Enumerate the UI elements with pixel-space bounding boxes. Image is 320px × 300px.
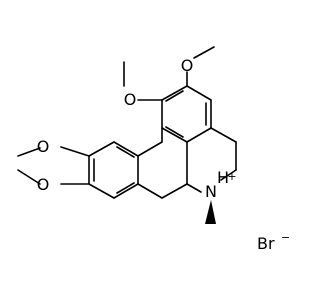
bond xyxy=(88,141,115,157)
bond xyxy=(161,127,188,143)
n-methyl-wedge-bond xyxy=(205,200,216,224)
molecule-structure: O O O O N H + Br − xyxy=(17,46,290,253)
aromatic-ring-d xyxy=(88,141,139,199)
bond xyxy=(220,169,237,181)
nitrogen-charge-label: + xyxy=(227,170,236,183)
bromide-charge-label: − xyxy=(281,231,290,244)
bond xyxy=(17,169,41,185)
double-bond-inner xyxy=(165,90,184,102)
double-bond-inner xyxy=(116,146,135,158)
bond xyxy=(161,85,188,101)
bond xyxy=(186,183,202,193)
bond xyxy=(186,127,212,143)
aromatic-ring-a xyxy=(161,85,212,143)
oxygen-atom-label: O xyxy=(37,137,50,156)
bond xyxy=(17,147,41,157)
molecule-canvas: O O O O N H + Br − xyxy=(17,46,290,253)
double-bond-inner xyxy=(116,182,135,194)
bond xyxy=(88,183,115,199)
nitrogen-atom-label: N xyxy=(205,182,217,201)
methoxy-groups xyxy=(17,46,215,185)
bond xyxy=(137,141,163,157)
double-bond-inner xyxy=(165,126,184,138)
bond xyxy=(186,85,212,101)
central-ring xyxy=(137,127,188,199)
bond xyxy=(210,127,237,143)
oxygen-atom-label: O xyxy=(37,175,50,194)
nitrogen-hydrogen-label: H xyxy=(217,168,229,187)
bond xyxy=(161,183,188,199)
bond xyxy=(137,183,163,199)
oxygen-atom-label: O xyxy=(181,56,194,75)
bond xyxy=(113,183,139,199)
oxygen-atom-label: O xyxy=(124,90,137,109)
bond xyxy=(193,46,215,59)
bond xyxy=(60,146,90,157)
piperidine-ring xyxy=(186,127,237,193)
bromide-atom-label: Br xyxy=(257,234,275,253)
bond xyxy=(113,141,139,157)
